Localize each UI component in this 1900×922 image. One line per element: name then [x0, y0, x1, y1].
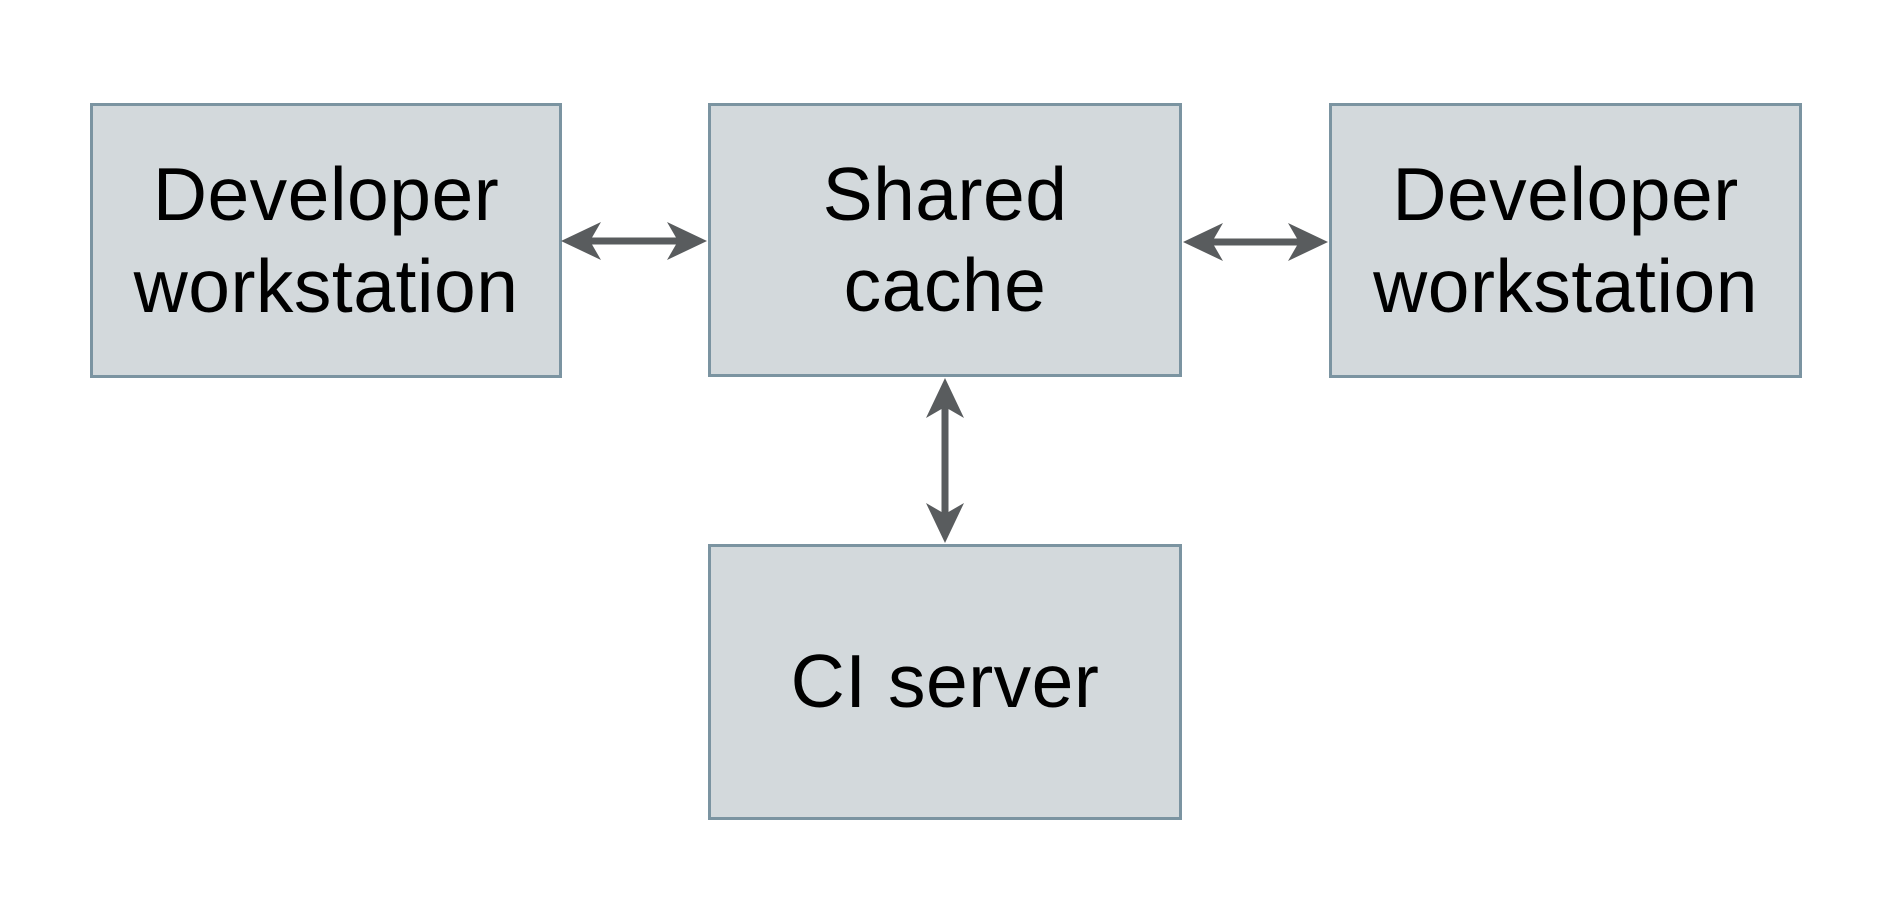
bidirectional-arrow-vertical-icon — [924, 377, 966, 544]
node-developer-workstation-right: Developer workstation — [1329, 103, 1802, 378]
node-ci-server-label: CI server — [790, 639, 1100, 724]
node-developer-workstation-left: Developer workstation — [90, 103, 562, 378]
node-shared-cache: Shared cache — [708, 103, 1182, 377]
node-developer-workstation-right-label: Developer workstation — [1373, 152, 1758, 328]
bidirectional-arrow-left-icon — [560, 220, 708, 262]
node-developer-workstation-left-label: Developer workstation — [133, 152, 519, 328]
node-shared-cache-label: Shared cache — [822, 151, 1068, 328]
bidirectional-arrow-right-icon — [1182, 221, 1329, 263]
node-ci-server: CI server — [708, 544, 1182, 820]
